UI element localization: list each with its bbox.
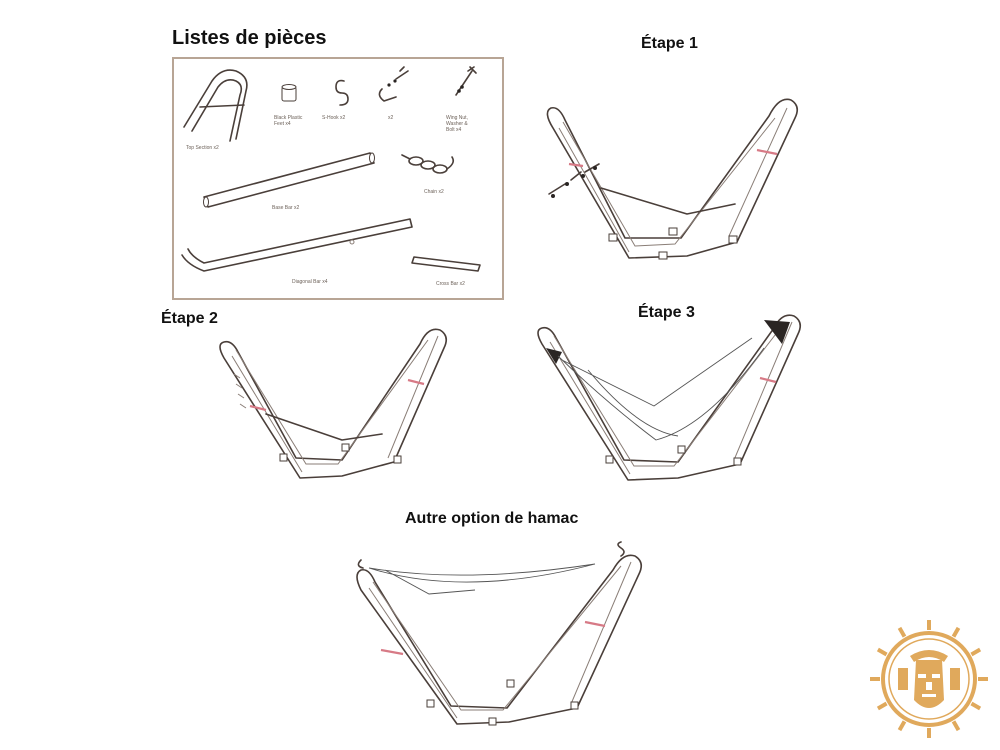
brand-logo [870,620,988,738]
step-1-bolt-group [548,163,600,198]
alternative-hammock-illustration [356,541,643,726]
s-hook-part [335,79,349,106]
step-1-title: Étape 1 [641,35,698,52]
cross-bar-label: Cross Bar x2 [436,281,465,287]
wing-nut-bolt-part [455,66,477,96]
base-bar-label: Base Bar x2 [272,205,300,211]
parts-list-box: Top Section x2 Black Plastic Feet x4 S-H… [172,57,504,300]
hook-pair-part [378,66,409,102]
chain-part [401,154,454,174]
plastic-feet-label: Black Plastic Feet x4 [274,115,303,127]
chain-label: Chain x2 [424,189,444,195]
step-2-title: Étape 2 [161,310,218,327]
step-3-illustration [537,314,802,481]
diagonal-bar-part [181,218,413,272]
s-hook-label: S-Hook x2 [322,115,346,121]
top-section-label: Top Section x2 [186,145,219,151]
step-2-illustration [219,328,448,479]
top-section-part [183,69,248,142]
parts-list-title: Listes de pièces [172,27,327,49]
base-bar-part [203,152,375,208]
plastic-feet-part [281,84,297,102]
step-1-illustration [546,98,799,260]
step-3-title: Étape 3 [638,304,695,321]
diagonal-bar-label: Diagonal Bar x4 [292,279,328,285]
alternative-option-title: Autre option de hamac [405,510,579,527]
hook-pair-label: x2 [388,115,394,121]
parts-drawings [181,66,481,272]
cross-bar-part [411,256,481,272]
wing-nut-label: Wing Nut, Washer & Bolt x4 [446,115,468,133]
